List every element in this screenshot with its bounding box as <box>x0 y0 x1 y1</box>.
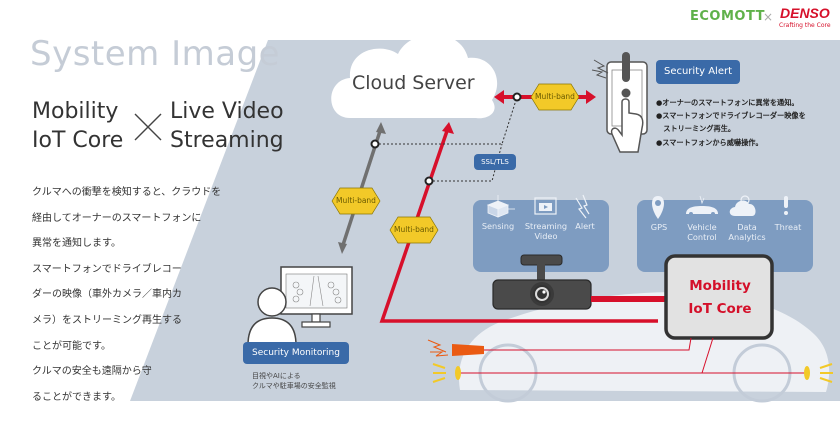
dashcam-device-icon <box>492 254 592 310</box>
streaming-video-icon <box>534 197 557 215</box>
description-line: メラ）をストリーミング再生する <box>32 314 182 326</box>
alert-list-item: ストリーミング再生。 <box>656 124 736 134</box>
description-line: スマートフォンでドライブレコー <box>32 263 182 275</box>
gps-pin-icon <box>652 196 664 219</box>
alert-list-item: ●オーナーのスマートフォンに異常を通知。 <box>656 98 799 107</box>
vehicle-control-icon <box>686 195 718 216</box>
feature-label-data-analytics: Data Analytics <box>728 222 766 242</box>
times-icon <box>134 113 162 141</box>
description-line: 異常を通知します。 <box>32 238 121 250</box>
headline-right-line2: Streaming <box>170 128 284 153</box>
cloud-server-label: Cloud Server <box>352 72 475 94</box>
data-analytics-cloud-icon <box>729 195 756 216</box>
feature-label-vehicle-control: Vehicle Control <box>687 222 717 242</box>
headline-right-line1: Live Video <box>170 99 284 124</box>
multiband-label-center: Multi-band <box>394 225 434 234</box>
junction-node <box>512 92 522 102</box>
headline-left-line1: Mobility <box>32 99 119 124</box>
description-line: クルマの安全も遠隔から守 <box>32 366 152 378</box>
multiband-hexagon <box>331 187 381 215</box>
security-monitor-illustration <box>247 266 353 346</box>
monitoring-caption-line2: クルマや駐車場の安全監視 <box>252 382 336 390</box>
core-label-line1: Mobility <box>689 278 751 294</box>
core-label-line2: IoT Core <box>688 301 752 317</box>
headline-left-line2: IoT Core <box>32 128 124 153</box>
mobility-iot-core-box <box>664 254 774 340</box>
headline-left: Mobility IoT Core <box>32 97 123 155</box>
multiband-hexagon <box>389 216 439 244</box>
page-title: System Image <box>30 34 281 74</box>
alert-lightning-icon <box>575 194 590 219</box>
feature-label-sensing: Sensing <box>481 221 515 231</box>
description-line: クルマへの衝撃を検知すると、クラウドを <box>32 187 222 198</box>
multiband-label-left: Multi-band <box>336 196 376 205</box>
headlight-left-icon <box>432 363 461 383</box>
denso-logo: DENSO <box>780 5 830 21</box>
description-line: ことが可能です。 <box>32 340 111 352</box>
feature-label-alert: Alert <box>575 221 595 231</box>
headlight-right-icon <box>804 363 833 383</box>
description-line: 経由してオーナーのスマートフォンに <box>32 212 202 224</box>
ssl-tls-badge: SSL/TLS <box>474 154 516 170</box>
security-monitoring-caption: 目視やAIによる クルマや駐車場の安全監視 <box>252 371 336 391</box>
feature-label-threat: Threat <box>774 222 802 232</box>
siren-horn-icon <box>427 339 484 357</box>
junction-node <box>370 139 380 149</box>
feature-label-streaming-video: Streaming Video <box>524 221 568 241</box>
feature-label-gps: GPS <box>650 222 668 232</box>
dashcam-feature-panel <box>473 200 609 272</box>
mobility-iot-core-label: Mobility IoT Core <box>668 275 772 321</box>
threat-exclamation-icon <box>784 196 788 215</box>
multiband-hexagon <box>530 83 580 111</box>
logo-separator: × <box>763 10 774 24</box>
monitoring-caption-line1: 目視やAIによる <box>252 372 301 380</box>
denso-tagline: Crafting the Core <box>779 22 831 29</box>
multiband-label-top: Multi-band <box>535 92 575 101</box>
ecomott-logo: ECOMOTT <box>690 9 765 24</box>
sensing-cube-icon <box>486 195 515 218</box>
description-line: ることができます。 <box>32 391 121 403</box>
core-feature-panel <box>637 200 813 272</box>
security-alert-list: ●オーナーのスマートフォンに異常を通知。 ●スマートフォンでドライブレコーダー映… <box>656 96 806 149</box>
cloud-server-shape <box>331 34 498 119</box>
junction-node <box>424 176 434 186</box>
smartphone-icon <box>591 52 648 153</box>
vehicle-uplink-arrow <box>379 122 658 323</box>
vehicle-wiring <box>459 337 806 374</box>
dashcam-core-connector <box>591 296 666 302</box>
security-monitoring-badge: Security Monitoring <box>243 342 349 364</box>
alert-list-item: ●スマートフォンから威嚇操作。 <box>656 137 763 147</box>
security-alert-badge: Security Alert <box>656 60 740 84</box>
headline-right: Live Video Streaming <box>170 97 284 155</box>
alert-list-item: ●スマートフォンでドライブレコーダー映像を <box>656 111 806 121</box>
description-line: ダーの映像（車外カメラ／車内カ <box>32 289 182 301</box>
description: クルマへの衝撃を検知すると、クラウドを 経由してオーナーのスマートフォンに 異常… <box>32 180 222 410</box>
